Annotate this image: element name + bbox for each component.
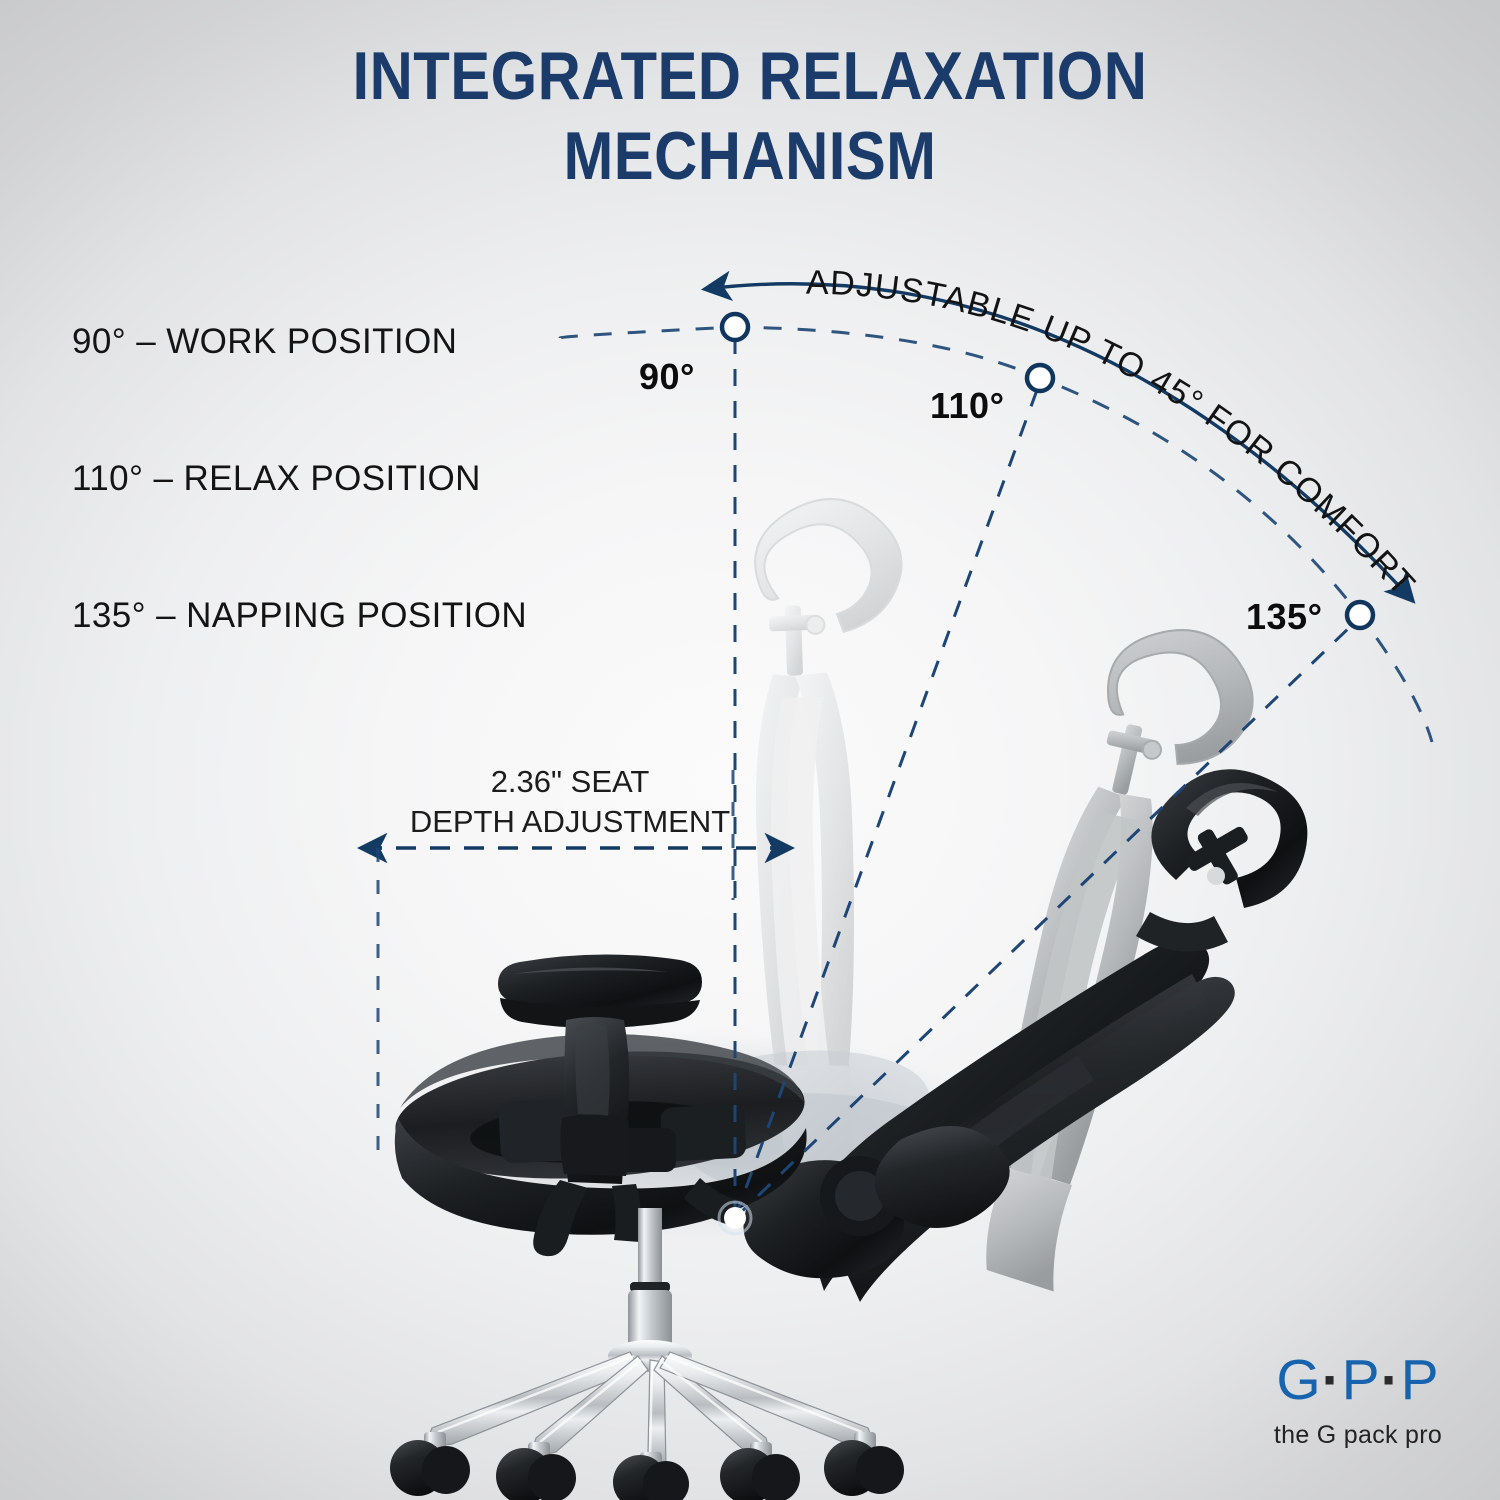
legend-item-relax: 110° – RELAX POSITION bbox=[72, 459, 481, 498]
armrest bbox=[498, 954, 702, 1184]
logo-tagline: the G pack pro bbox=[1273, 1421, 1443, 1449]
logo-letter-p2: P bbox=[1400, 1348, 1440, 1412]
legend-item-work: 90° – WORK POSITION bbox=[72, 322, 458, 361]
chair-base bbox=[390, 1208, 904, 1500]
page-title: INTEGRATED RELAXATION MECHANISM bbox=[352, 38, 1148, 195]
logo-mark: G·P·P bbox=[1258, 1352, 1458, 1409]
logo-letter-g1: G bbox=[1276, 1348, 1322, 1412]
brand-logo: G·P·P the G pack pro bbox=[1258, 1352, 1458, 1448]
logo-dot-2: · bbox=[1380, 1348, 1401, 1412]
logo-letter-p1: P bbox=[1341, 1348, 1381, 1412]
logo-dot-1: · bbox=[1321, 1348, 1342, 1412]
legend-item-napping: 135° – NAPPING POSITION bbox=[72, 596, 528, 635]
position-legend: 90° – WORK POSITION 110° – RELAX POSITIO… bbox=[72, 322, 632, 733]
casters bbox=[390, 1440, 904, 1500]
ghost-backrest-110 bbox=[986, 629, 1254, 1292]
headrest bbox=[1136, 769, 1308, 952]
